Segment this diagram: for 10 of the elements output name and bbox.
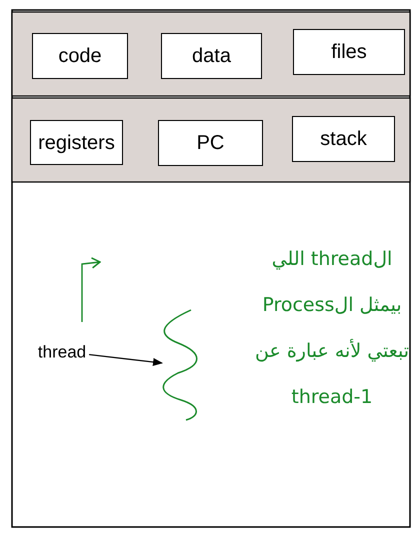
handwritten-note: الthread اللي بيمثل الProcess تبعتي لأنه عبارة عن 1-thread	[254, 247, 410, 410]
component-box: files	[293, 29, 405, 75]
arrow	[89, 354, 163, 366]
thread-label: thread	[38, 344, 86, 360]
component-box: data	[161, 33, 262, 79]
thread-squiggle	[162, 309, 198, 421]
component-box: stack	[292, 116, 395, 162]
component-box: code	[32, 33, 128, 79]
component-box: PC	[158, 120, 263, 166]
component-box: registers	[30, 120, 123, 165]
